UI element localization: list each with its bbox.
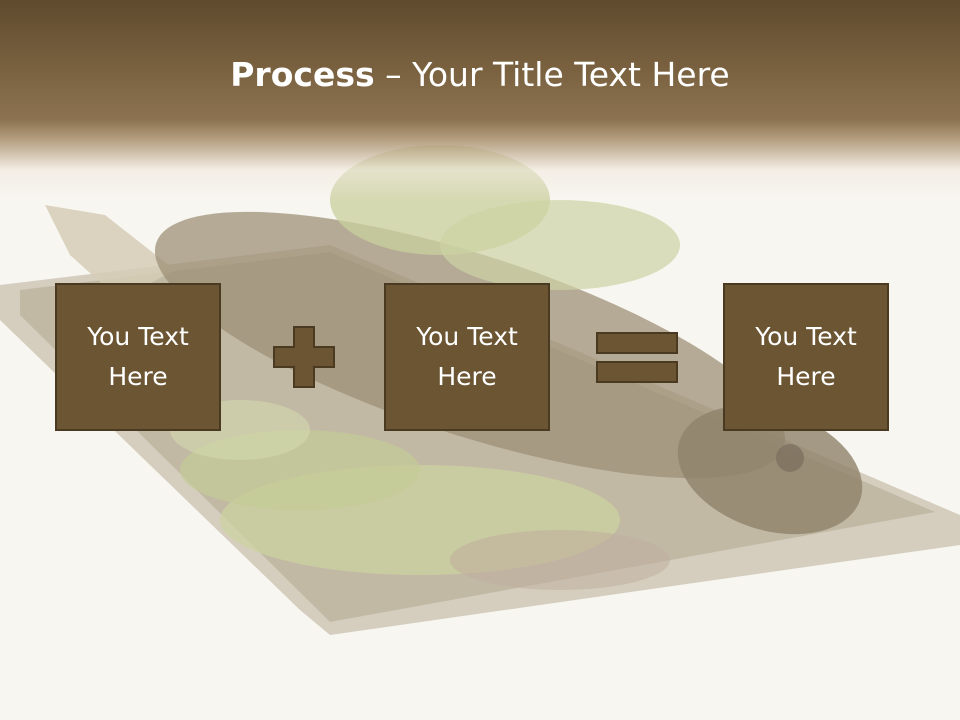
title-rest: – Your Title Text Here bbox=[374, 55, 730, 94]
process-box-1[interactable]: You Text Here bbox=[55, 283, 221, 431]
process-box-2[interactable]: You Text Here bbox=[384, 283, 550, 431]
title-bold: Process bbox=[230, 55, 375, 94]
equals-icon bbox=[596, 332, 678, 383]
process-box-3[interactable]: You Text Here bbox=[723, 283, 889, 431]
process-box-1-label: You Text Here bbox=[87, 322, 189, 391]
plus-icon bbox=[273, 326, 335, 388]
process-box-3-label: You Text Here bbox=[755, 322, 857, 391]
title-band bbox=[0, 0, 960, 200]
slide-title: Process – Your Title Text Here bbox=[0, 50, 960, 100]
process-box-2-label: You Text Here bbox=[416, 322, 518, 391]
